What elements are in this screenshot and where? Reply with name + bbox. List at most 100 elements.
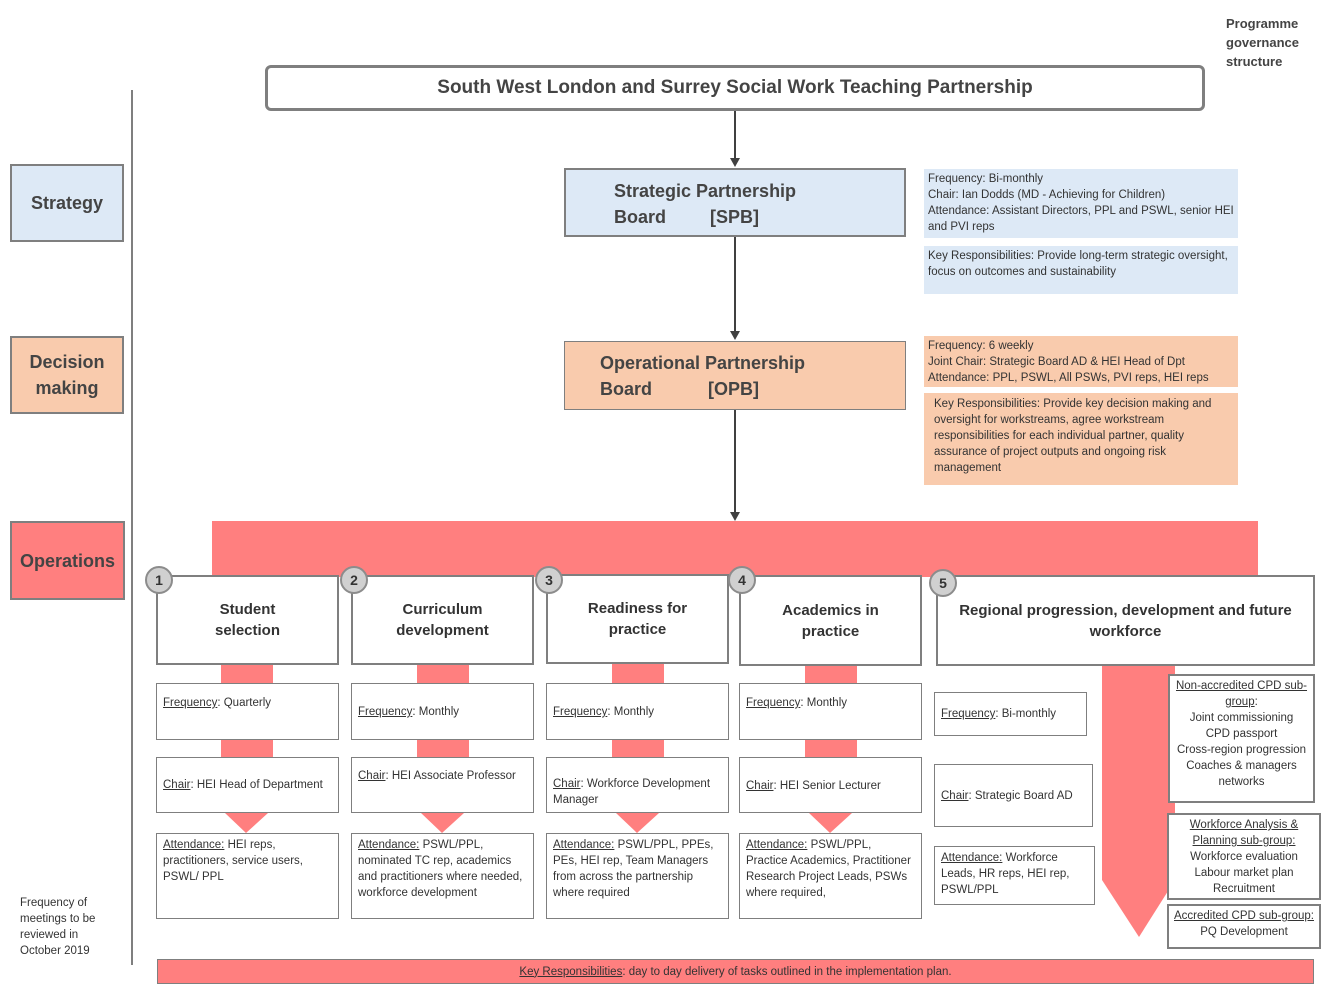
- ws4-connector-a: [805, 665, 857, 685]
- ws2-attendance: Attendance: PSWL/PPL, nominated TC rep, …: [351, 833, 534, 919]
- ws1-chair-value: : HEI Head of Department: [190, 779, 323, 791]
- ws1-chair: Chair: HEI Head of Department: [156, 757, 339, 813]
- ws2-chair-label: Chair: [358, 770, 386, 782]
- ws1-frequency-value: : Quarterly: [217, 697, 272, 709]
- ws5-frequency-label: Frequency: [941, 708, 996, 720]
- partnership-title: South West London and Surrey Social Work…: [265, 65, 1205, 111]
- subgroup-non-accredited-cpd: Non-accredited CPD sub-group: Joint comm…: [1168, 674, 1315, 803]
- subgroup-2-item: Workforce evaluation: [1190, 851, 1298, 863]
- ws1-attendance-label: Attendance:: [163, 839, 225, 851]
- corner-note: Programme governance structure: [1226, 16, 1299, 69]
- ws3-attendance-value: PSWL/PPL, PPEs, PEs, HEI rep, Team Manag…: [553, 839, 714, 899]
- ws4-chair-value: : HEI Senior Lecturer: [773, 780, 881, 792]
- ws3-frequency: Frequency: Monthly: [546, 683, 729, 740]
- ws2-number-badge: 2: [340, 566, 368, 594]
- opb-frequency: Frequency: 6 weekly: [928, 340, 1034, 352]
- opb-name-line1: Operational Partnership: [600, 353, 806, 373]
- ws4-connector-b: [805, 740, 857, 757]
- subgroup-3-item: PQ Development: [1200, 926, 1288, 938]
- ws1-attendance: Attendance: HEI reps, practitioners, ser…: [156, 833, 339, 919]
- ws5-frequency-value: : Bi-monthly: [995, 708, 1057, 720]
- ws1-connector-a: [221, 663, 273, 683]
- subgroup-1-title: Non-accredited CPD sub-group: [1175, 680, 1308, 708]
- subgroup-3-title: Accredited CPD sub-group:: [1174, 910, 1314, 922]
- ws4-attendance: Attendance: PSWL/PPL, Practice Academics…: [739, 833, 922, 919]
- tier-operations: Operations: [10, 521, 125, 600]
- ws4-chair: Chair: HEI Senior Lecturer: [739, 757, 922, 813]
- ws3-connector-b: [612, 740, 664, 757]
- ws1-frequency-label: Frequency: [163, 697, 218, 709]
- ws5-attendance-label: Attendance:: [941, 852, 1003, 864]
- ws4-number-badge: 4: [728, 566, 756, 594]
- ws3-attendance: Attendance: PSWL/PPL, PPEs, PEs, HEI rep…: [546, 833, 729, 919]
- ws2-frequency-value: : Monthly: [412, 706, 460, 718]
- ws3-connector-a: [612, 663, 664, 683]
- subgroup-1-item: Coaches & managers networks: [1186, 760, 1297, 788]
- ws5-attendance: Attendance: Workforce Leads, HR reps, HE…: [934, 846, 1095, 905]
- ws5-title: Regional progression, development and fu…: [936, 575, 1315, 666]
- subgroup-workforce-analysis: Workforce Analysis & Planning sub-group:…: [1167, 813, 1321, 900]
- ws4-attendance-label: Attendance:: [746, 839, 808, 851]
- ws5-chair-value: : Strategic Board AD: [968, 790, 1073, 802]
- ws1-frequency: Frequency: Quarterly: [156, 683, 339, 740]
- subgroup-2-item: Recruitment: [1213, 883, 1275, 895]
- opb-chair: Joint Chair: Strategic Board AD & HEI He…: [928, 356, 1185, 368]
- spb-responsibilities: Key Responsibilities: Provide long-term …: [924, 246, 1238, 294]
- spb-name-line1: Strategic Partnership: [614, 181, 797, 201]
- subgroup-1-item: CPD passport: [1205, 728, 1278, 740]
- ws1-number-badge: 1: [145, 566, 173, 594]
- subgroup-2-item: Labour market plan: [1194, 867, 1294, 879]
- ws1-title: Student selection: [156, 575, 339, 665]
- opb-name-line2: Board: [600, 379, 653, 399]
- ws3-title: Readiness for practice: [546, 574, 729, 664]
- key-responsibilities-bar: Key Responsibilities: day to day deliver…: [157, 959, 1314, 984]
- ws1-chair-label: Chair: [163, 779, 191, 791]
- ws3-chair: Chair: Workforce Development Manager: [546, 757, 729, 813]
- spb-abbr: [SPB]: [710, 207, 760, 227]
- subgroup-1-title-suffix: :: [1254, 696, 1258, 708]
- spb-chair: Chair: Ian Dodds (MD - Achieving for Chi…: [928, 189, 1166, 201]
- ws3-number-badge: 3: [535, 566, 563, 594]
- ws2-attendance-value: PSWL/PPL, nominated TC rep, academics an…: [358, 839, 523, 899]
- ws5-frequency: Frequency: Bi-monthly: [934, 692, 1087, 736]
- ws3-chair-label: Chair: [553, 778, 581, 790]
- ws1-attendance-value: HEI reps, practitioners, service users, …: [163, 839, 303, 883]
- ws3-attendance-label: Attendance:: [553, 839, 615, 851]
- key-responsibilities-label: Key Responsibilities: [519, 965, 623, 978]
- ws2-connector-b: [417, 740, 469, 757]
- ws2-frequency-label: Frequency: [358, 706, 413, 718]
- opb-abbr: [OPB]: [708, 379, 760, 399]
- ws2-attendance-label: Attendance:: [358, 839, 420, 851]
- ws4-attendance-value: PSWL/PPL, Practice Academics, Practition…: [746, 839, 911, 899]
- ws2-chair: Chair: HEI Associate Professor: [351, 757, 534, 813]
- tier-decision-making: Decision making: [10, 336, 124, 414]
- opb-details: Frequency: 6 weekly Joint Chair: Strateg…: [924, 336, 1238, 387]
- subgroup-1-item: Joint commissioning: [1189, 712, 1294, 724]
- subgroup-2-title: Workforce Analysis & Planning sub-group:: [1189, 819, 1299, 847]
- spb-attendance: Attendance: Assistant Directors, PPL and…: [928, 205, 1234, 233]
- subgroup-1-item: Cross-region progression: [1176, 744, 1307, 756]
- ws4-chair-label: Chair: [746, 780, 774, 792]
- ws3-frequency-label: Frequency: [553, 706, 608, 718]
- subgroup-accredited-cpd: Accredited CPD sub-group: PQ Development: [1167, 904, 1321, 949]
- ws1-connector-b: [221, 740, 273, 757]
- ws2-connector-a: [417, 663, 469, 683]
- ws2-chair-value: : HEI Associate Professor: [385, 770, 516, 782]
- ws3-chair-value: : Workforce Development Manager: [553, 778, 711, 806]
- tier-strategy: Strategy: [10, 164, 124, 242]
- spb-details: Frequency: Bi-monthly Chair: Ian Dodds (…: [924, 169, 1238, 238]
- ws4-frequency-label: Frequency: [746, 697, 801, 709]
- spb-box: Strategic Partnership Board[SPB]: [564, 168, 906, 237]
- ws4-frequency: Frequency: Monthly: [739, 683, 922, 740]
- ws2-frequency: Frequency: Monthly: [351, 683, 534, 740]
- ws5-number-badge: 5: [929, 569, 957, 597]
- opb-attendance: Attendance: PPL, PSWL, All PSWs, PVI rep…: [928, 372, 1209, 384]
- ws5-attendance-value: Workforce Leads, HR reps, HEI rep, PSWL/…: [941, 852, 1070, 896]
- spb-frequency: Frequency: Bi-monthly: [928, 173, 1044, 185]
- ws5-chair-label: Chair: [941, 790, 969, 802]
- review-note: Frequency of meetings to be reviewed in …: [20, 897, 96, 957]
- opb-box: Operational Partnership Board [OPB]: [564, 341, 906, 410]
- ws5-chair: Chair: Strategic Board AD: [934, 764, 1093, 827]
